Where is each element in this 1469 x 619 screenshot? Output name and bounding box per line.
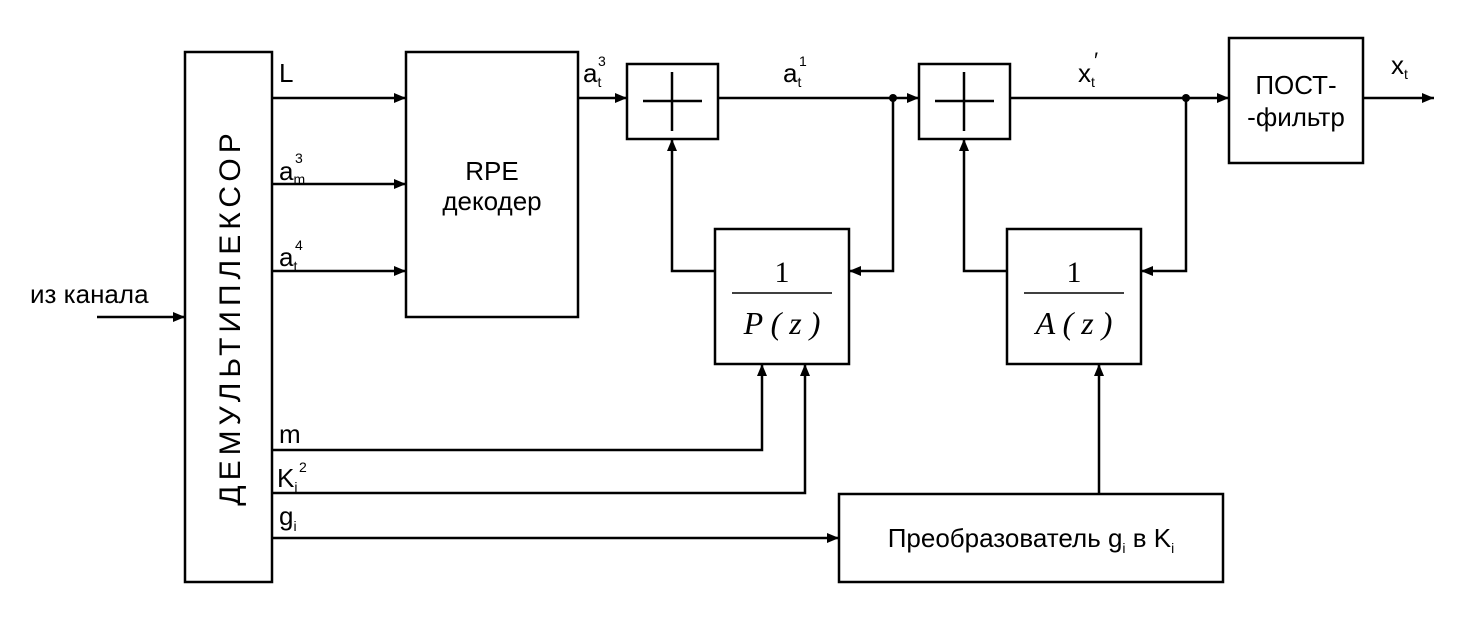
wire-Ki2 — [272, 364, 810, 495]
label-xt-prime: xt — [1078, 58, 1095, 90]
label-am3-sup: 3 — [295, 150, 303, 166]
demultiplexer-label: ДЕМУЛЬТИПЛЕКСОР — [214, 128, 247, 505]
post-filter-line2: -фильтр — [1247, 102, 1345, 132]
synthesis-filter-numerator: 1 — [1067, 256, 1082, 289]
wire-m — [272, 364, 767, 452]
synthesis-filter-block — [1005, 227, 1143, 366]
label-at3: at — [583, 58, 601, 90]
label-gi: gi — [279, 501, 297, 534]
pitch-filter-block — [713, 227, 851, 366]
pitch-filter-denominator: P ( z ) — [743, 305, 821, 341]
label-xt-prime-sup: ′ — [1094, 48, 1098, 73]
rpe-decoder-line1: RPE — [465, 156, 518, 186]
synthesis-filter-denominator: A ( z ) — [1034, 305, 1113, 341]
rpe-decoder-line2: декодер — [442, 186, 541, 216]
label-at3-sup: 3 — [598, 53, 606, 69]
converter-block — [837, 492, 1225, 584]
converter-label: Преобразователь gi в Ki — [888, 523, 1175, 556]
wire-feedback-a-out — [959, 139, 1007, 273]
label-Ki2: Ki — [277, 463, 297, 495]
label-at4-sup: 4 — [295, 237, 303, 253]
demultiplexer-block — [183, 50, 274, 584]
input-label: из канала — [30, 279, 149, 309]
post-filter-line1: ПОСТ- — [1255, 70, 1336, 100]
label-at1-sup: 1 — [799, 53, 807, 69]
wire-feedback-p-out — [667, 139, 715, 273]
label-at1: at — [783, 58, 801, 90]
label-Ki2-sup: 2 — [299, 459, 307, 475]
pitch-filter-numerator: 1 — [775, 256, 790, 289]
post-filter-block — [1227, 36, 1365, 165]
label-L: L — [279, 58, 293, 88]
label-m: m — [279, 419, 301, 449]
label-xt: xt — [1391, 50, 1408, 82]
wire-feedback-a-in — [1141, 98, 1188, 276]
wire-feedback-p-in — [849, 98, 895, 276]
label-am3: am — [279, 156, 305, 187]
label-at4: at — [279, 242, 297, 274]
rpe-decoder-block — [404, 50, 580, 319]
